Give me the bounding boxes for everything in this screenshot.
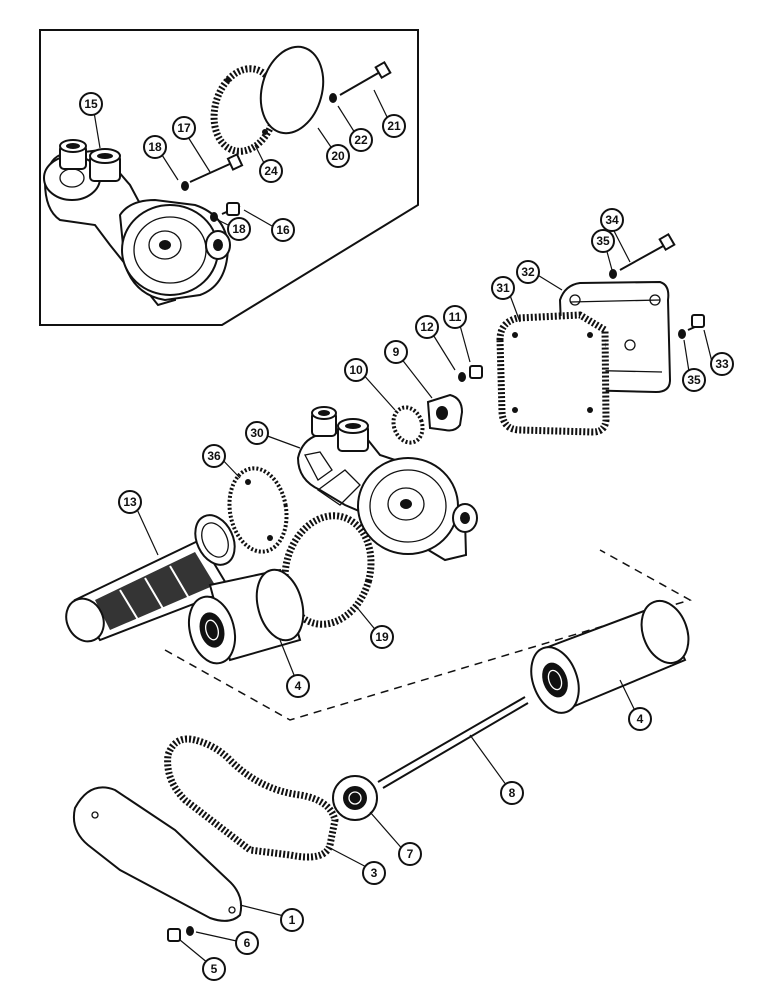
pump-housing-part-30 <box>296 406 478 562</box>
callout-label: 18 <box>148 140 162 154</box>
callout-label: 24 <box>264 164 278 178</box>
callout-18-lower: 18 <box>227 217 251 241</box>
callout-label: 13 <box>123 495 137 509</box>
washer-part-35-upper <box>609 269 617 279</box>
strainer-part-13 <box>65 514 236 643</box>
callout-label: 32 <box>521 265 535 279</box>
callout-label: 36 <box>207 449 221 463</box>
nut-part-7 <box>332 775 378 821</box>
rod-part-8 <box>377 696 529 789</box>
bolt-part-34 <box>619 232 676 271</box>
callout-7: 7 <box>398 842 422 866</box>
callout-label: 20 <box>331 149 345 163</box>
callout-label: 35 <box>596 234 610 248</box>
gasket-part-3 <box>164 735 339 861</box>
gasket-part-10 <box>391 405 425 445</box>
callout-33: 33 <box>710 352 734 376</box>
callout-label: 33 <box>715 357 729 371</box>
callout-19: 19 <box>370 625 394 649</box>
callout-10: 10 <box>344 358 368 382</box>
callout-label: 15 <box>84 97 98 111</box>
callout-label: 34 <box>605 213 619 227</box>
bolt-part-33 <box>687 314 705 331</box>
callout-label: 18 <box>232 222 246 236</box>
callout-22: 22 <box>349 128 373 152</box>
callout-label: 11 <box>449 310 462 324</box>
cover-plate-part-1 <box>72 786 243 922</box>
callout-label: 21 <box>387 119 401 133</box>
callout-11: 11 <box>443 305 467 329</box>
callout-5: 5 <box>202 957 226 981</box>
callout-13: 13 <box>118 490 142 514</box>
callout-35-upper: 35 <box>591 229 615 253</box>
callout-label: 35 <box>687 373 701 387</box>
callout-label: 30 <box>250 426 264 440</box>
callout-label: 8 <box>509 786 516 800</box>
gasket-part-31 <box>496 311 610 436</box>
callout-label: 7 <box>407 847 414 861</box>
callout-4-left: 4 <box>286 674 310 698</box>
callout-34: 34 <box>600 208 624 232</box>
dashed-assembly-outline <box>164 549 692 721</box>
callout-36: 36 <box>202 444 226 468</box>
callout-32: 32 <box>516 260 540 284</box>
gasket-part-36 <box>227 466 289 554</box>
callout-6: 6 <box>235 931 259 955</box>
callout-20: 20 <box>326 144 350 168</box>
callout-1: 1 <box>280 908 304 932</box>
inset-bolt-part-21 <box>339 60 392 96</box>
callout-17: 17 <box>172 116 196 140</box>
callout-label: 6 <box>244 936 251 950</box>
callout-label: 1 <box>289 913 296 927</box>
callout-12: 12 <box>415 315 439 339</box>
gasket-part-19 <box>281 512 375 628</box>
washer-part-35-lower <box>678 329 686 339</box>
bolt-part-5 <box>167 928 181 942</box>
callout-31: 31 <box>491 276 515 300</box>
callout-label: 4 <box>637 712 644 726</box>
washer-part-12 <box>458 372 466 382</box>
inset-cover-part-20 <box>259 45 325 135</box>
inset-bolt-part-17 <box>189 153 244 183</box>
callout-30: 30 <box>245 421 269 445</box>
inset-housing-part-15 <box>43 139 231 307</box>
callout-label: 19 <box>375 630 389 644</box>
filter-element-part-4-left <box>187 568 305 665</box>
filter-element-part-4-right <box>530 600 690 714</box>
callout-label: 9 <box>393 345 400 359</box>
callout-15: 15 <box>79 92 103 116</box>
callout-35-lower: 35 <box>682 368 706 392</box>
callout-4-right: 4 <box>628 707 652 731</box>
inset-washer-part-18-upper <box>181 181 189 191</box>
plug-part-11 <box>469 365 483 379</box>
callouts: 15 18 17 24 20 22 21 18 16 34 35 32 31 3… <box>79 92 734 981</box>
callout-3: 3 <box>362 861 386 885</box>
callout-label: 4 <box>295 679 302 693</box>
callout-label: 22 <box>354 133 368 147</box>
inset-bolt-part-16 <box>221 202 241 216</box>
washer-part-6 <box>186 926 194 936</box>
callout-label: 10 <box>349 363 363 377</box>
inset-washer-part-18-lower <box>210 212 218 222</box>
callout-21: 21 <box>382 114 406 138</box>
flange-part-9 <box>426 393 464 432</box>
callout-label: 31 <box>496 281 510 295</box>
callout-9: 9 <box>384 340 408 364</box>
inset-washer-part-22 <box>329 93 337 103</box>
inset-frame <box>39 29 419 326</box>
callout-18-upper: 18 <box>143 135 167 159</box>
callout-label: 16 <box>276 223 290 237</box>
callout-label: 12 <box>420 320 434 334</box>
callout-label: 17 <box>177 121 191 135</box>
callout-16: 16 <box>271 218 295 242</box>
callout-label: 3 <box>371 866 378 880</box>
callout-8: 8 <box>500 781 524 805</box>
callout-24: 24 <box>259 159 283 183</box>
callout-label: 5 <box>211 962 218 976</box>
